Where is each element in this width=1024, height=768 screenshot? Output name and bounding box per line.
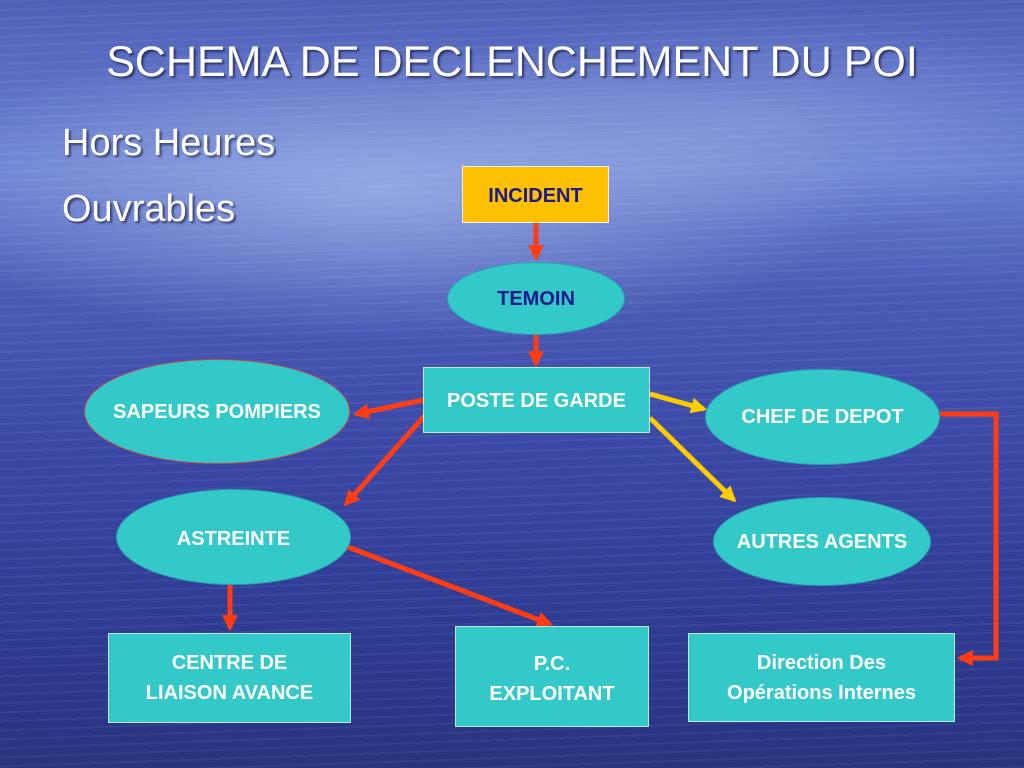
poste-de-garde-label: POSTE DE GARDE — [447, 390, 626, 412]
arrow-poste-to-astreinte — [343, 410, 430, 507]
arrow-chef-de-depot-to-direction — [940, 411, 999, 667]
chef-de-depot-ellipse: CHEF DE DEPOT — [705, 369, 940, 465]
centre-liaison-avance-box: CENTRE DE LIAISON AVANCE — [108, 633, 351, 723]
centre-liaison-label-line-2: LIAISON AVANCE — [145, 682, 314, 704]
astreinte-ellipse: ASTREINTE — [116, 489, 351, 585]
sapeurs-pompiers-label: SAPEURS POMPIERS — [113, 400, 321, 423]
poste-de-garde-box: POSTE DE GARDE — [423, 367, 650, 433]
subtitle-line-1: Hors Heures — [62, 122, 276, 164]
arrow-poste-to-chef-de-depot — [649, 391, 708, 414]
temoin-label: TEMOIN — [497, 287, 575, 310]
autres-agents-ellipse: AUTRES AGENTS — [713, 497, 931, 586]
pc-exploitant-label-line-1: P.C. — [533, 653, 571, 675]
arrow-astreinte-to-pc-exploitant — [344, 543, 553, 627]
incident-box: INCIDENT — [462, 166, 609, 223]
direction-operations-internes-box: Direction Des Opérations Internes — [688, 633, 955, 722]
sapeurs-pompiers-ellipse: SAPEURS POMPIERS — [84, 359, 350, 464]
autres-agents-label: AUTRES AGENTS — [736, 530, 908, 553]
slide-title: SCHEMA DE DECLENCHEMENT DU POI — [106, 38, 918, 86]
arrow-poste-to-autres-agents — [648, 416, 737, 503]
arrow-poste-to-sapeurs-pompiers — [352, 397, 425, 420]
temoin-ellipse: TEMOIN — [447, 262, 625, 335]
pc-exploitant-label-line-2: EXPLOITANT — [489, 683, 615, 705]
centre-liaison-label-line-1: CENTRE DE — [171, 652, 288, 674]
incident-label: INCIDENT — [488, 185, 583, 207]
direction-label-line-2: Opérations Internes — [727, 681, 916, 704]
astreinte-label: ASTREINTE — [176, 528, 291, 550]
chef-de-depot-label: CHEF DE DEPOT — [741, 406, 904, 428]
direction-label-line-1: Direction Des — [757, 651, 886, 674]
pc-exploitant-box: P.C. EXPLOITANT — [455, 626, 649, 727]
subtitle-line-2: Ouvrables — [62, 188, 236, 230]
